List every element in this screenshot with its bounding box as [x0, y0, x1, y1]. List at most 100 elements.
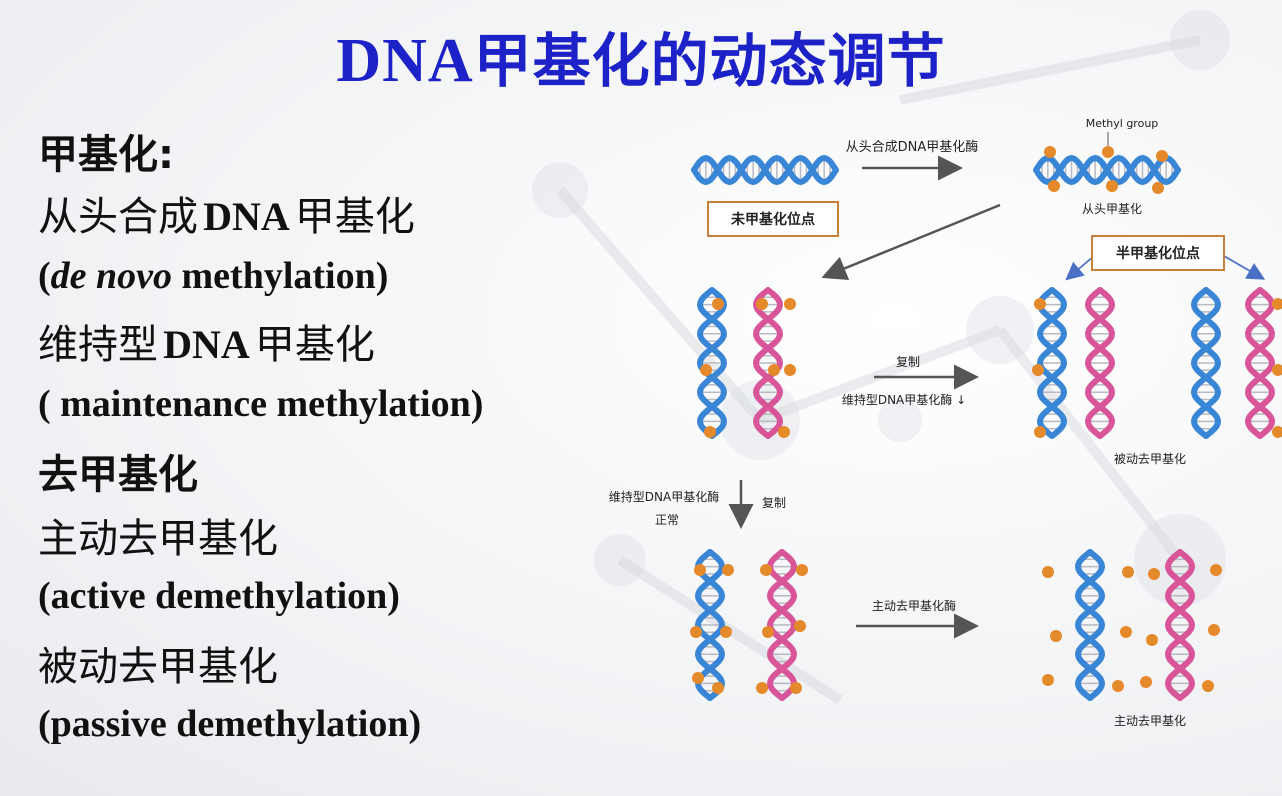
hemimethylated-site-box: [1091, 235, 1225, 271]
active-blue-helix: [1074, 549, 1106, 701]
methyl-dot-group: [690, 146, 1282, 694]
helix-strand-2: [752, 287, 784, 439]
replication-label: 复制: [896, 355, 920, 369]
hemimethylated-site-label: 半甲基化位点: [1116, 245, 1200, 262]
methyl-group-dot: [1272, 298, 1282, 310]
maint-cn-line: 维持型 DNA 甲基化: [38, 312, 375, 370]
active-enzyme-label: 主动去甲基化酶: [872, 598, 956, 613]
helix-strand-2: [766, 549, 798, 701]
helix-strand-2: [1190, 287, 1222, 439]
helix-strand-1: [1084, 287, 1116, 439]
methyl-group-dot: [1106, 180, 1118, 192]
helix-strand-1: [1190, 287, 1222, 439]
methyl-group-dot: [690, 626, 702, 638]
passive-pink-helix-2: [1244, 287, 1276, 439]
maint-en-line: ( maintenance methylation): [38, 383, 484, 425]
methylation-heading: 甲基化:: [38, 132, 174, 178]
hemi-arrow-right: [1223, 255, 1266, 280]
active-cn-line: 主动去甲基化: [38, 516, 278, 562]
maint-enzyme-down-label: 维持型DNA甲基化酶 ↓: [842, 392, 966, 407]
methyl-group-dot: [722, 564, 734, 576]
active-result-label: 主动去甲基化: [1114, 714, 1186, 728]
maint-cn-c: 甲基化: [254, 322, 375, 368]
unmethylated-site-box: [707, 201, 839, 237]
helix-strand-1: [1164, 549, 1196, 701]
helix-strand-2: [691, 154, 839, 186]
denovo-result-label: 从头甲基化: [1082, 202, 1142, 216]
passive-en-line: (passive demethylation): [38, 703, 422, 745]
methyl-group-dot: [790, 682, 802, 694]
unmethylated-helix: [691, 154, 839, 186]
methyl-group-dot: [1202, 680, 1214, 692]
methyl-group-dot: [778, 426, 790, 438]
return-arrow: [821, 203, 1001, 281]
methyl-group-dot: [796, 564, 808, 576]
denovo-cn-c: 甲基化: [294, 194, 415, 240]
methyl-group-dot: [1034, 426, 1046, 438]
passive-result-label: 被动去甲基化: [1114, 452, 1186, 466]
passive-pink-helix-1: [1084, 287, 1116, 439]
methyl-group-dot: [794, 620, 806, 632]
methyl-group-dot: [756, 682, 768, 694]
methyl-group-dot: [692, 672, 704, 684]
helix-strand-1: [1074, 549, 1106, 701]
methyl-group-dot: [1148, 568, 1160, 580]
methyl-group-dot: [1208, 624, 1220, 636]
passive-blue-helix-2: [1190, 287, 1222, 439]
methyl-group-dot: [1120, 626, 1132, 638]
denovo-en-rest: methylation): [172, 255, 389, 297]
denovo-enzyme-label: 从头合成DNA甲基化酶: [846, 139, 979, 155]
methyl-group-dot: [1048, 180, 1060, 192]
methyl-group-dot: [1042, 674, 1054, 686]
helix-group: [691, 154, 1276, 701]
methyl-group-dot: [1210, 564, 1222, 576]
helix-strand-1: [752, 287, 784, 439]
methyl-group-dot: [1140, 676, 1152, 688]
active-en-line: (active demethylation): [38, 575, 400, 617]
denovo-en-line: (de novo methylation): [38, 254, 388, 298]
helix-strand-2: [1074, 549, 1106, 701]
methyl-group-dot: [784, 364, 796, 376]
denovo-en-italic: de novo: [50, 255, 173, 297]
methyl-group-dot: [768, 364, 780, 376]
methyl-group-dot: [1156, 150, 1168, 162]
helix-strand-1: [1036, 287, 1068, 439]
normal-label: 正常: [655, 513, 679, 527]
denovo-cn-line: 从头合成 DNA 甲基化: [38, 184, 415, 242]
page-title: DNA甲基化的动态调节: [0, 14, 1282, 98]
methyl-group-dot: [720, 626, 732, 638]
methyl-group-dot: [760, 564, 772, 576]
helix-strand-2: [1036, 287, 1068, 439]
methyl-group-label: Methyl group: [1086, 117, 1159, 130]
denovo-cn-b: DNA: [203, 194, 290, 239]
helix-strand-2: [694, 549, 726, 701]
passive-cn-line: 被动去甲基化: [38, 644, 278, 690]
helix-strand-2: [1244, 287, 1276, 439]
methyl-group-dot: [712, 682, 724, 694]
middle-left-pink-helix: [752, 287, 784, 439]
title-latin: DNA: [336, 27, 474, 95]
denovo-cn-a: 从头合成: [38, 194, 198, 240]
methyl-group-dot: [1044, 146, 1056, 158]
helix-strand-2: [1033, 154, 1181, 186]
methyl-group-dot: [1102, 146, 1114, 158]
bottom-left-pink-helix: [766, 549, 798, 701]
methyl-group-dot: [1050, 630, 1062, 642]
helix-strand-1: [766, 549, 798, 701]
methyl-group-dot: [694, 564, 706, 576]
active-pink-helix: [1164, 549, 1196, 701]
helix-strand-2: [1164, 549, 1196, 701]
methyl-group-dot: [1112, 680, 1124, 692]
methyl-group-dot: [1032, 364, 1044, 376]
methyl-group-dot: [1146, 634, 1158, 646]
title-chinese: 甲基化的动态调节: [473, 27, 946, 95]
methyl-group-dot: [700, 364, 712, 376]
helix-strand-2: [1084, 287, 1116, 439]
replication2-label: 复制: [762, 496, 786, 510]
passive-blue-helix-1: [1036, 287, 1068, 439]
helix-strand-1: [1244, 287, 1276, 439]
helix-strand-1: [696, 287, 728, 439]
helix-strand-1: [694, 549, 726, 701]
maint-enzyme-label: 维持型DNA甲基化酶: [609, 489, 719, 504]
